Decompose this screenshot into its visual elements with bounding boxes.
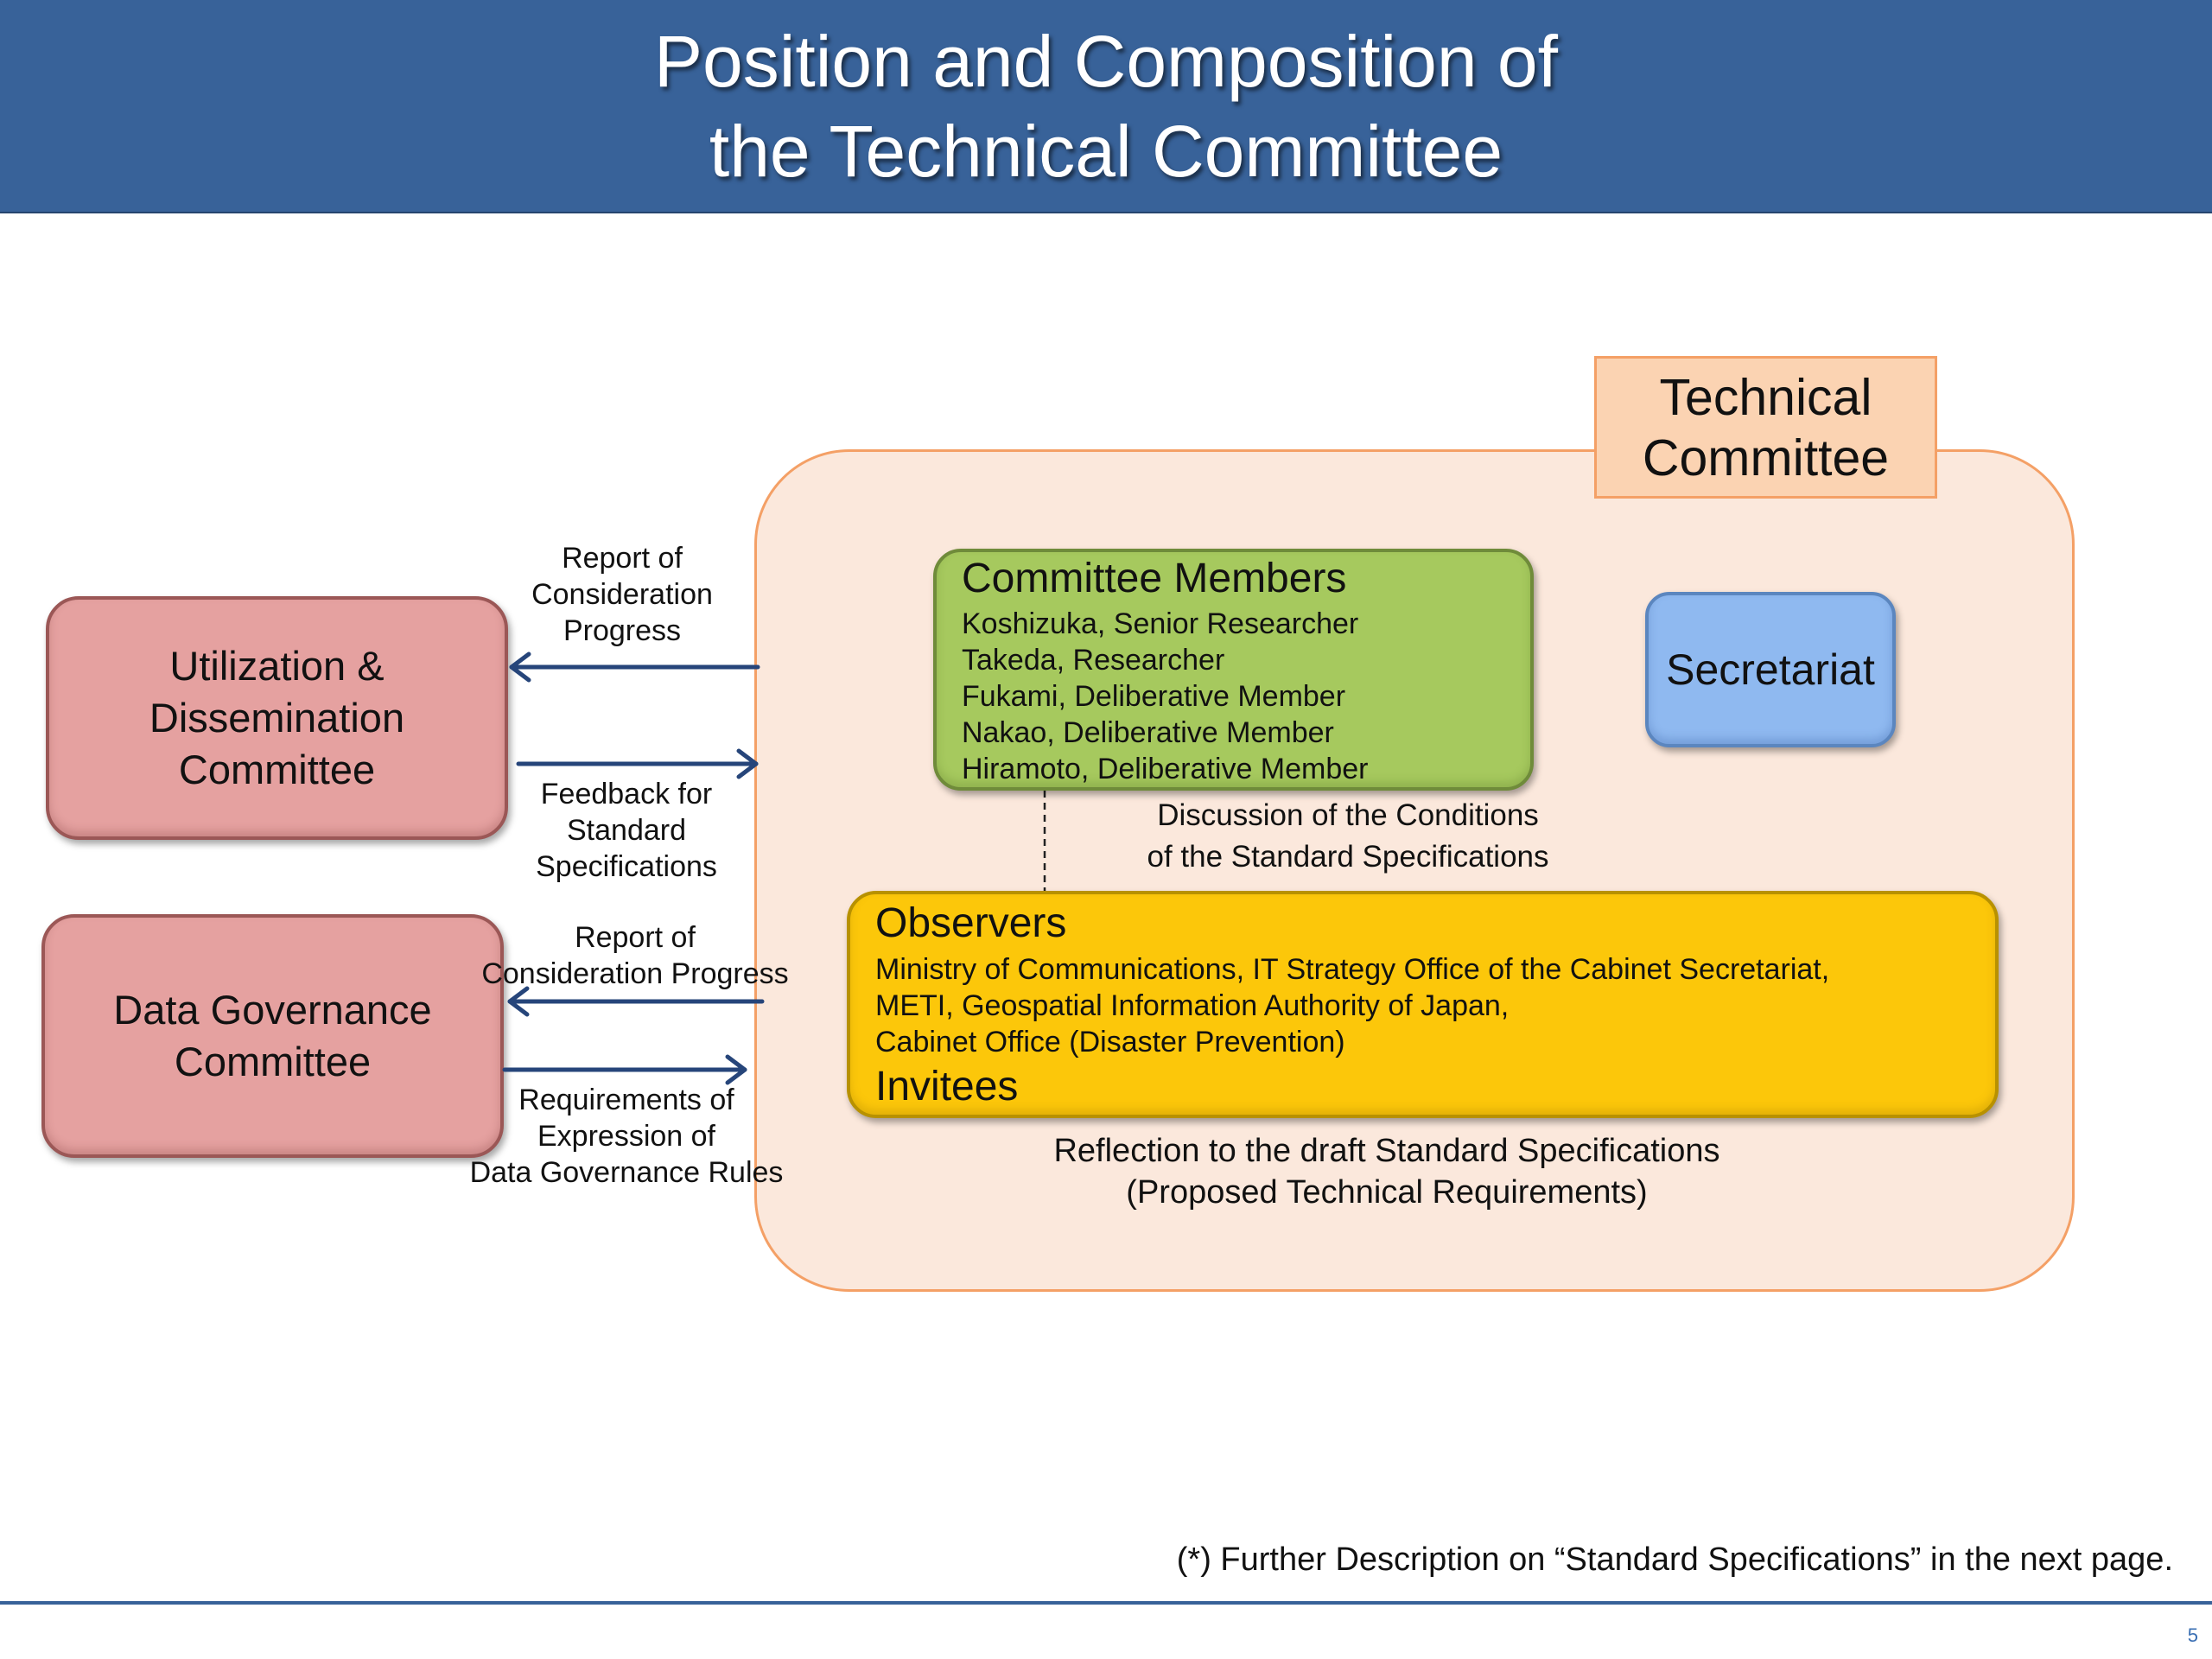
- dg-requirements-arrowhead: [725, 1054, 747, 1085]
- util-feedback-annotation: Feedback for Standard Specifications: [536, 778, 717, 883]
- committee-member: Koshizuka, Senior Researcher: [962, 607, 1359, 640]
- util-feedback-arrowhead: [736, 748, 759, 779]
- committee-members-box: [933, 549, 1534, 791]
- dg-report-arrowhead: [507, 986, 530, 1017]
- util-report-annotation: Report of Consideration Progress: [531, 542, 713, 647]
- observer-line: Ministry of Communications, IT Strategy …: [875, 953, 1830, 986]
- committee-members-title: Committee Members: [962, 556, 1347, 601]
- committee-member: Fukami, Deliberative Member: [962, 680, 1346, 713]
- data-governance-committee-label: Data Governance Committee: [113, 987, 432, 1084]
- utilization-dissemination-committee-box: Utilization & Dissemination Committee: [46, 596, 508, 840]
- technical-committee-label-box: Technical Committee: [1594, 356, 1937, 499]
- dg-requirements-annotation: Requirements of Expression of Data Gover…: [469, 1084, 784, 1189]
- slide-header: Position and Composition of the Technica…: [0, 0, 2212, 213]
- observer-line: Cabinet Office (Disaster Prevention): [875, 1026, 1345, 1058]
- slide-title: Position and Composition of the Technica…: [654, 20, 1558, 192]
- technical-committee-label: Technical Committee: [1642, 368, 1890, 486]
- reflection-annotation: Reflection to the draft Standard Specifi…: [1053, 1133, 1720, 1211]
- observers-title: Observers: [875, 900, 1067, 946]
- observer-line: METI, Geospatial Information Authority o…: [875, 989, 1510, 1022]
- secretariat-box: Secretariat: [1645, 592, 1896, 747]
- util-report-arrowhead: [509, 652, 531, 683]
- discussion-annotation: Discussion of the Conditions of the Stan…: [1147, 798, 1549, 874]
- page-number: 5: [2187, 1624, 2198, 1646]
- secretariat-label: Secretariat: [1666, 645, 1875, 694]
- committee-member: Hiramoto, Deliberative Member: [962, 753, 1369, 785]
- footnote: (*) Further Description on “Standard Spe…: [1176, 1541, 2173, 1578]
- dg-report-annotation: Report of Consideration Progress: [481, 921, 789, 990]
- footer-divider: [0, 1601, 2212, 1605]
- committee-member: Takeda, Researcher: [962, 644, 1225, 677]
- utilization-dissemination-committee-label: Utilization & Dissemination Committee: [149, 643, 405, 792]
- invitees-title: Invitees: [875, 1064, 1019, 1109]
- data-governance-committee-box: Data Governance Committee: [41, 914, 504, 1158]
- observers-box: [847, 891, 1999, 1118]
- committee-member: Nakao, Deliberative Member: [962, 716, 1334, 749]
